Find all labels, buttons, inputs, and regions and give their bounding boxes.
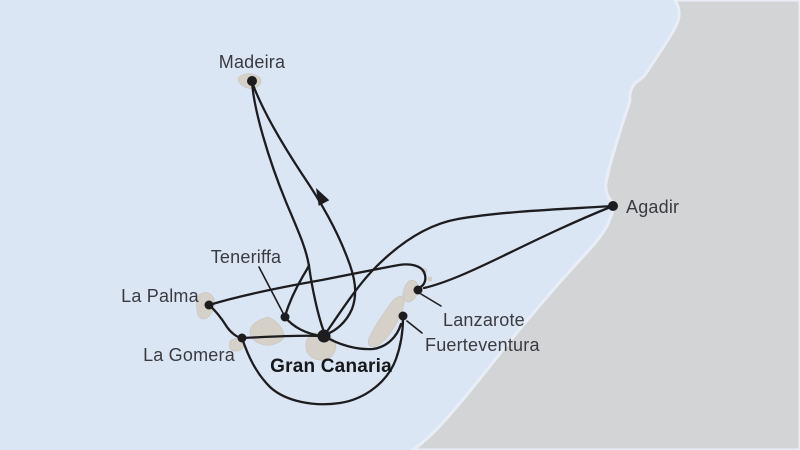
route-agadir-grancanaria: [326, 204, 615, 332]
route-grancanaria-fuerteventura: [322, 322, 403, 351]
port-dot-teneriffa: [280, 312, 290, 322]
route-madeira-grancanaria-west: [250, 80, 326, 334]
route-lapalma-lagomera: [207, 303, 243, 340]
routes-layer: [207, 80, 615, 406]
port-label-agadir: Agadir: [626, 197, 679, 217]
port-dot-lanzarote: [413, 285, 423, 295]
port-dot-gran-canaria: [317, 329, 331, 343]
port-dot-la-palma: [204, 300, 214, 310]
fuerteventura-island: [368, 296, 405, 348]
lanzarote-island: [402, 280, 419, 303]
port-label-fuerteventura: Fuerteventura: [425, 335, 540, 355]
port-label-la-palma: La Palma: [121, 286, 199, 306]
port-label-la-gomera: La Gomera: [143, 345, 236, 365]
route-teneriffa-north-branch: [283, 263, 311, 318]
leader-line-fuerteventura: [406, 320, 423, 334]
leader-line-teneriffa: [258, 266, 284, 314]
port-dot-fuerteventura: [398, 311, 408, 321]
lanzarote-islet-2: [427, 276, 433, 282]
route-grancanaria-madeira-east: [250, 80, 357, 336]
africa-landmass: [410, 0, 800, 450]
port-dot-agadir: [608, 201, 618, 211]
port-label-madeira: Madeira: [219, 52, 286, 72]
port-dot-la-gomera: [237, 333, 247, 343]
port-label-teneriffa: Teneriffa: [211, 247, 282, 267]
route-agadir-lanzarote: [422, 204, 615, 290]
port-dot-madeira: [247, 76, 257, 86]
port-label-gran-canaria: Gran Canaria: [270, 356, 392, 377]
route-direction-arrow-icon: [316, 188, 330, 206]
leader-line-lanzarote: [420, 293, 442, 307]
route-lagomera-fuerteventura-loop: [240, 316, 405, 406]
port-label-lanzarote: Lanzarote: [443, 310, 525, 330]
route-lagomera-grancanaria: [240, 334, 324, 340]
